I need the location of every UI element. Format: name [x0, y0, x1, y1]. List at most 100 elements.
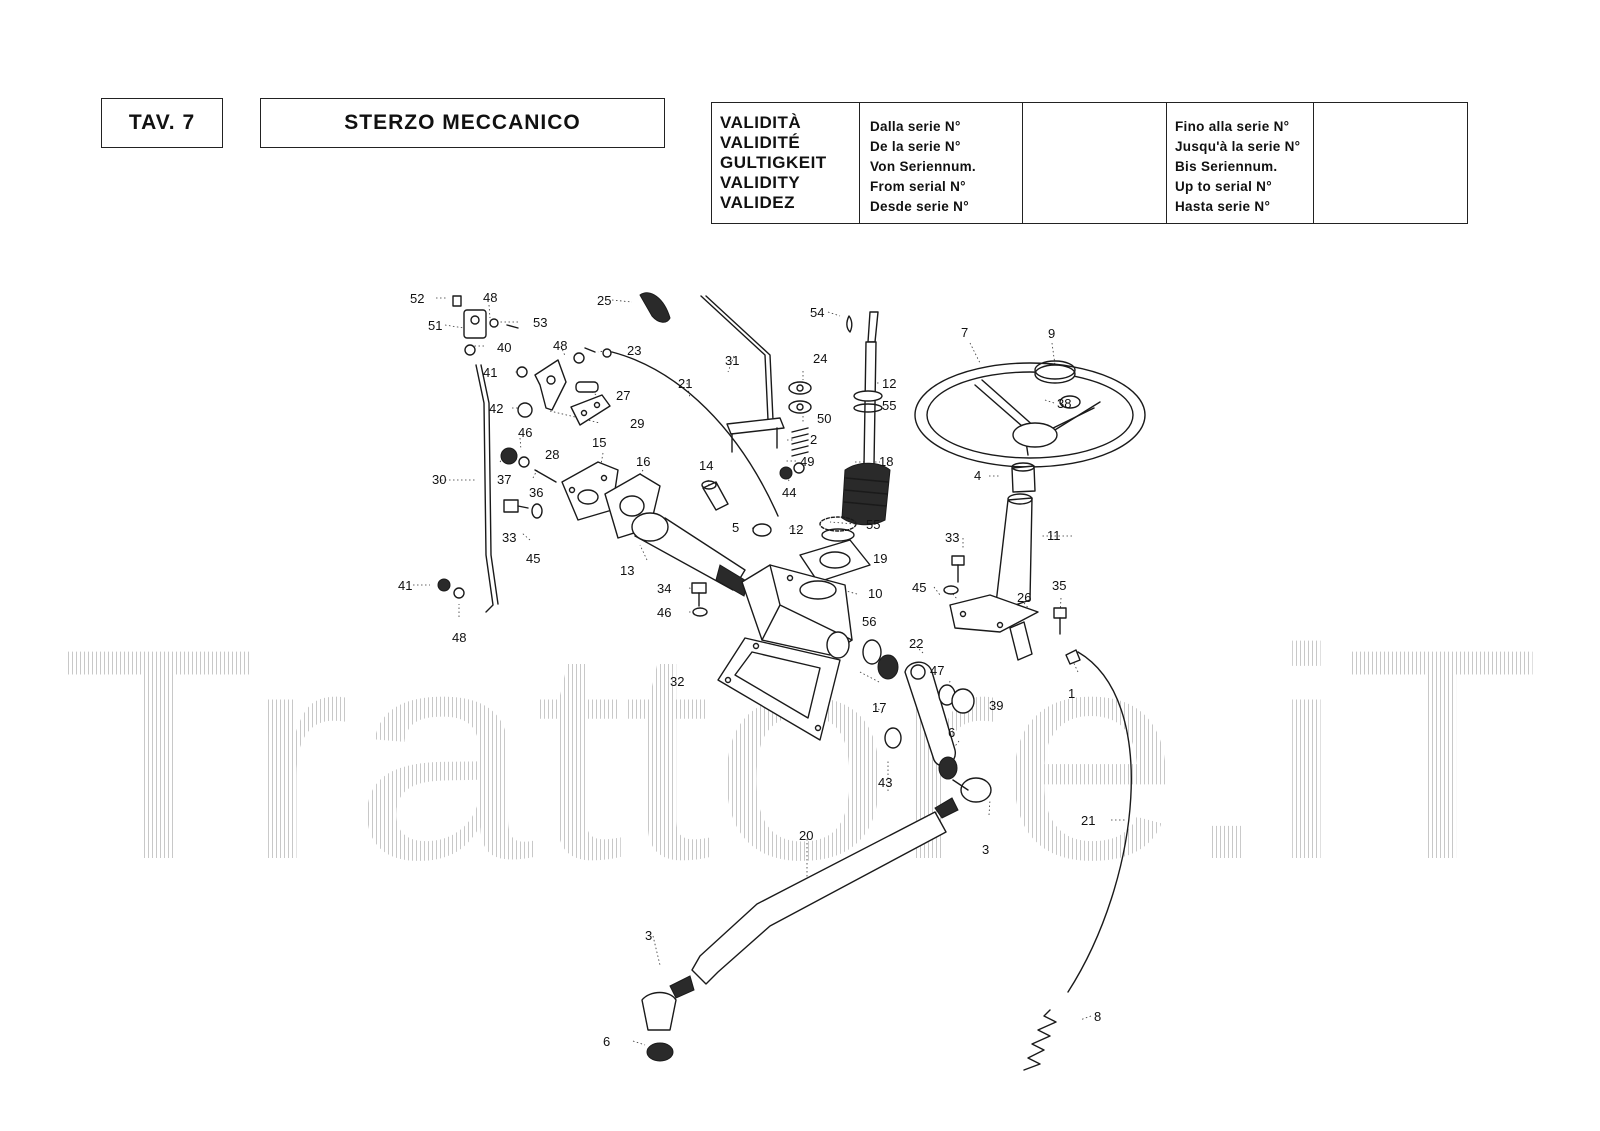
callout-45: 45	[912, 580, 926, 595]
callout-12: 12	[882, 376, 896, 391]
part-14-pin	[701, 480, 729, 511]
part-10-steering-box	[741, 564, 853, 659]
part-33-45-bolt-right	[943, 555, 965, 595]
callout-30: 30	[432, 472, 446, 487]
part-4-bushing	[1011, 462, 1036, 493]
part-11-column-tube	[949, 493, 1039, 633]
callout-16: 16	[636, 454, 650, 469]
callout-38: 38	[1057, 396, 1071, 411]
callout-3: 3	[982, 842, 989, 857]
callout-6: 6	[603, 1034, 610, 1049]
part-33-45-bolt-left	[503, 499, 543, 519]
part-25-knob	[639, 292, 671, 323]
part-3-6-ball-joint-lower	[641, 975, 695, 1062]
part-28-bracket	[516, 359, 599, 418]
part-35-bolt	[1053, 607, 1067, 635]
callout-7: 7	[961, 325, 968, 340]
from-serial-value	[1023, 103, 1167, 223]
callout-40: 40	[497, 340, 511, 355]
callout-50: 50	[817, 411, 831, 426]
part-55-12-rings	[819, 516, 857, 542]
to-label-it: Fino alla serie N°	[1175, 119, 1290, 134]
part-56-17-bearings	[862, 639, 899, 680]
callout-45: 45	[526, 551, 540, 566]
callout-23: 23	[627, 343, 641, 358]
callout-46: 46	[657, 605, 671, 620]
from-label-en: From serial N°	[870, 179, 966, 194]
part-21-cable-upper	[611, 351, 779, 517]
callout-10: 10	[868, 586, 882, 601]
part-13-sector-shaft	[631, 512, 749, 597]
callout-32: 32	[670, 674, 684, 689]
callout-37: 37	[497, 472, 511, 487]
from-label-it: Dalla serie N°	[870, 119, 961, 134]
part-18-shaft	[841, 311, 891, 526]
to-label-de: Bis Seriennum.	[1175, 159, 1278, 174]
callout-17: 17	[872, 700, 886, 715]
callout-31: 31	[725, 353, 739, 368]
validity-table: VALIDITÀ VALIDITÉ GULTIGKEIT VALIDITY VA…	[711, 102, 1468, 224]
callout-29: 29	[630, 416, 644, 431]
callout-55: 55	[882, 398, 896, 413]
to-label-fr: Jusqu'à la serie N°	[1175, 139, 1301, 154]
validity-label-de: GULTIGKEIT	[720, 153, 827, 172]
callout-46: 46	[518, 425, 532, 440]
part-19-gasket	[799, 539, 871, 583]
validity-label-en: VALIDITY	[720, 173, 801, 192]
part-26-bracket	[1009, 621, 1033, 661]
callout-48: 48	[483, 290, 497, 305]
callout-28: 28	[545, 447, 559, 462]
callout-18: 18	[879, 454, 893, 469]
callout-25: 25	[597, 293, 611, 308]
callout-34: 34	[657, 581, 671, 596]
callout-20: 20	[799, 828, 813, 843]
part-21-cable-lower	[1067, 651, 1132, 993]
callout-21: 21	[1081, 813, 1095, 828]
callouts: 52 48 5 1 53 40 41 42 48 23 27 29 28 25 3…	[398, 290, 1101, 1049]
callout-54: 54	[810, 305, 824, 320]
part-15-cover	[561, 461, 619, 521]
part-20-drag-link	[691, 811, 947, 985]
part-6-3-ball-joint-upper	[934, 756, 992, 819]
part-47-39-washers	[938, 684, 975, 714]
part-23-screw	[573, 347, 612, 364]
callout-35: 35	[1052, 578, 1066, 593]
callout-13: 13	[620, 563, 634, 578]
part-9-horn-cap	[1034, 360, 1076, 384]
callout-12: 12	[789, 522, 803, 537]
part-29-plate	[570, 394, 611, 426]
callout-6: 6	[948, 725, 955, 740]
callout-3: 3	[645, 928, 652, 943]
to-serial-label-column: Fino alla serie N° Jusqu'à la serie N° B…	[1167, 103, 1314, 223]
validity-label-es: VALIDEZ	[720, 193, 795, 212]
part-43-bushing	[884, 727, 902, 749]
callout-43: 43	[878, 775, 892, 790]
callout-19: 19	[873, 551, 887, 566]
callout-41: 41	[398, 578, 412, 593]
callout-21: 21	[678, 376, 692, 391]
callout-47: 47	[930, 663, 944, 678]
callout-8: 8	[1094, 1009, 1101, 1024]
callout-15: 15	[592, 435, 606, 450]
validity-label-fr: VALIDITÉ	[720, 133, 801, 152]
part-5-plug	[752, 523, 772, 537]
callout-24: 24	[813, 351, 827, 366]
callout-39: 39	[989, 698, 1003, 713]
part-32-mounting-plate	[717, 637, 841, 741]
callout-53: 53	[533, 315, 547, 330]
callout-52: 52	[410, 291, 424, 306]
part-30-rod	[475, 364, 499, 613]
callout-5: 5	[732, 520, 739, 535]
callout-44: 44	[782, 485, 796, 500]
part-24-50-2-49-44-stack	[779, 381, 812, 480]
part-41-48-lower-nut	[437, 578, 465, 599]
callout-48: 48	[553, 338, 567, 353]
callout-42: 42	[489, 401, 503, 416]
callout-11: 11	[1047, 528, 1061, 543]
callout-9: 9	[1048, 326, 1055, 341]
callout-27: 27	[616, 388, 630, 403]
table-number-box: TAV. 7	[101, 98, 223, 148]
callout-1: 1	[1068, 686, 1075, 701]
table-number: TAV. 7	[128, 111, 196, 134]
